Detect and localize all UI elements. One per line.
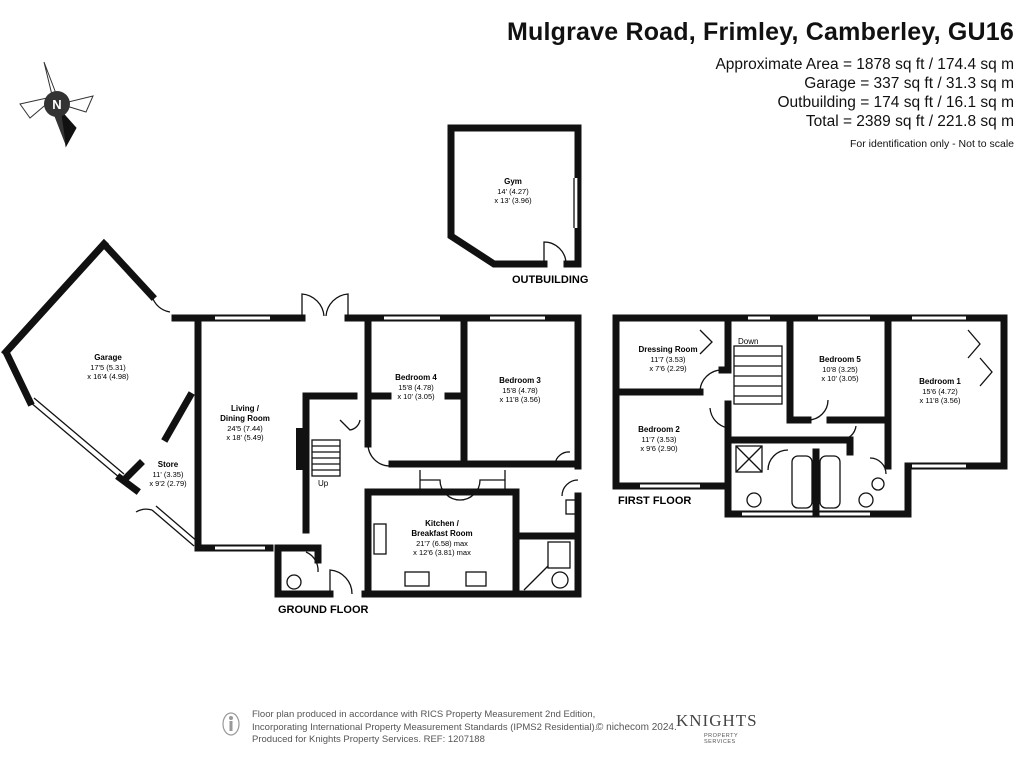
total-area: Total = 2389 sq ft / 221.8 sq m: [805, 113, 1014, 130]
kitchen-name2: Breakfast Room: [411, 529, 472, 538]
kitchen-dim2: x 12'6 (3.81) max: [413, 548, 471, 557]
logo-subtext: PROPERTY SERVICES: [704, 733, 739, 745]
garage-area: Garage = 337 sq ft / 31.3 sq m: [804, 75, 1014, 92]
copyright: © nichecom 2024.: [596, 722, 677, 733]
gym-dim2: x 13' (3.96): [494, 196, 532, 205]
bedroom5-dim2: x 10' (3.05): [821, 374, 859, 383]
bedroom1-name: Bedroom 1: [919, 377, 961, 386]
garage-name: Garage: [94, 353, 122, 362]
outbuilding-plan: Gym 14' (4.27) x 13' (3.96) OUTBUILDING: [447, 124, 588, 286]
bedroom4-dim2: x 10' (3.05): [397, 392, 435, 401]
living-dim1: 24'5 (7.44): [227, 424, 263, 433]
bedroom2-name: Bedroom 2: [638, 425, 680, 434]
approx-area: Approximate Area = 1878 sq ft / 174.4 sq…: [715, 56, 1014, 73]
bedroom3-name: Bedroom 3: [499, 376, 541, 385]
outbuilding-area: Outbuilding = 174 sq ft / 16.1 sq m: [777, 94, 1014, 111]
bedroom1-dim2: x 11'8 (3.56): [920, 396, 961, 405]
down-label: Down: [738, 337, 758, 346]
compass-label: N: [52, 97, 61, 112]
ground-floor-label: GROUND FLOOR: [278, 604, 368, 616]
store-dim1: 11' (3.35): [153, 470, 184, 479]
bedroom2-dim2: x 9'6 (2.90): [640, 444, 678, 453]
store-dim2: x 9'2 (2.79): [149, 479, 187, 488]
property-title: Mulgrave Road, Frimley, Camberley, GU16: [506, 18, 1014, 46]
bedroom3-dim1: 15'8 (4.78): [502, 386, 538, 395]
compass-icon: N: [19, 61, 94, 148]
dressing-dim2: x 7'6 (2.29): [649, 364, 687, 373]
first-floor-plan: Dressing Room 11'7 (3.53) x 7'6 (2.29) D…: [612, 314, 1008, 518]
kitchen-name1: Kitchen /: [425, 519, 460, 528]
logo-text: KNIGHTS: [676, 711, 758, 730]
kitchen-dim1: 21'7 (6.58) max: [416, 539, 468, 548]
footer-line3: Produced for Knights Property Services. …: [252, 734, 485, 745]
outbuilding-label: OUTBUILDING: [512, 274, 588, 286]
person-info-icon: [222, 712, 240, 736]
footer-line1: Floor plan produced in accordance with R…: [252, 709, 596, 720]
gym-dim1: 14' (4.27): [497, 187, 529, 196]
first-floor-label: FIRST FLOOR: [618, 495, 691, 507]
dressing-name: Dressing Room: [638, 345, 697, 354]
living-name1: Living /: [231, 404, 260, 413]
header: Mulgrave Road, Frimley, Camberley, GU16 …: [507, 18, 1014, 150]
bedroom5-name: Bedroom 5: [819, 355, 861, 364]
garage-dim2: x 16'4 (4.98): [87, 372, 129, 381]
bedroom1-dim1: 15'6 (4.72): [922, 387, 958, 396]
ground-floor-plan: Garage 17'5 (5.31) x 16'4 (4.98) Store 1…: [1, 238, 582, 616]
up-label: Up: [318, 479, 329, 488]
living-dim2: x 18' (5.49): [226, 433, 264, 442]
living-name2: Dining Room: [220, 414, 270, 423]
bedroom2-dim1: 11'7 (3.53): [641, 435, 677, 444]
garage-dim1: 17'5 (5.31): [90, 363, 126, 372]
footer-line2: Incorporating International Property Mea…: [252, 721, 598, 733]
bedroom5-dim1: 10'8 (3.25): [822, 365, 858, 374]
bedroom3-dim2: x 11'8 (3.56): [500, 395, 541, 404]
stairs-down-icon: [733, 345, 783, 405]
bedroom4-dim1: 15'8 (4.78): [398, 383, 434, 392]
store-name: Store: [158, 460, 179, 469]
knights-logo: KNIGHTS PROPERTY SERVICES: [676, 711, 758, 745]
gym-name: Gym: [504, 177, 522, 186]
stairs-icon: [311, 439, 341, 477]
footer-text: Floor plan produced in accordance with R…: [252, 709, 597, 747]
dressing-dim1: 11'7 (3.53): [650, 355, 686, 364]
bedroom4-name: Bedroom 4: [395, 373, 437, 382]
scale-note: For identification only - Not to scale: [850, 138, 1014, 150]
